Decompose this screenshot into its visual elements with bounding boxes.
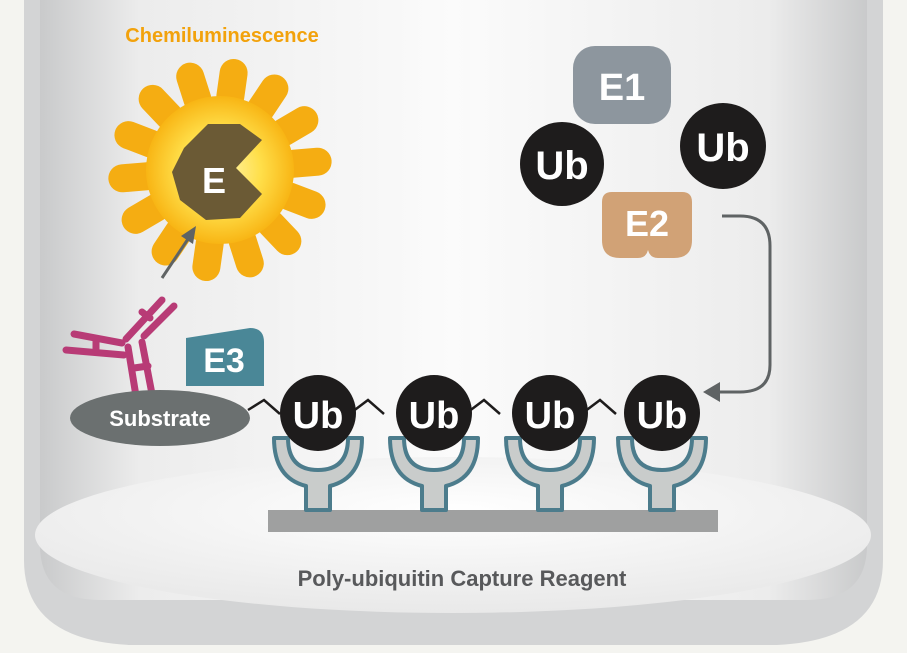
enzyme-pacman-icon: [172, 124, 262, 220]
capture-reagent-y-icon: [504, 436, 596, 512]
ub-label-chain-1: Ub: [293, 395, 344, 437]
ub-label-free-left: Ub: [535, 144, 588, 188]
chain-ubiquitin-4: [624, 375, 700, 451]
free-ubiquitin-left: [520, 122, 604, 206]
e1-label: E1: [599, 67, 645, 109]
chain-ubiquitin-3: [512, 375, 588, 451]
capture-reagent-caption: Poly-ubiquitin Capture Reagent: [298, 566, 627, 591]
substrate: [70, 390, 250, 446]
chain-ubiquitin-2: [396, 375, 472, 451]
chain-link-1: [351, 398, 385, 415]
free-ubiquitin-right: [680, 103, 766, 189]
ub-label-free-right: Ub: [696, 126, 749, 170]
capture-reagent-y-icon: [616, 436, 708, 512]
e3-label: E3: [203, 342, 245, 380]
e2-label: E2: [625, 203, 669, 244]
e1-enzyme: [573, 46, 671, 124]
e2-enzyme: [602, 192, 692, 258]
ub-label-chain-4: Ub: [637, 395, 688, 437]
ub-label-chain-2: Ub: [409, 395, 460, 437]
capture-reagent-y-icon: [272, 436, 364, 512]
chain-ubiquitin-1: [280, 375, 356, 451]
chemiluminescence-label: Chemiluminescence: [125, 25, 318, 47]
capture-plate: [268, 510, 718, 532]
substrate-label: Substrate: [109, 406, 210, 431]
enzyme-label: E: [202, 160, 226, 201]
ub-label-chain-3: Ub: [525, 395, 576, 437]
chain-link-2: [467, 398, 501, 415]
transfer-arrow: [703, 214, 772, 402]
chain-link-substrate: [247, 398, 281, 415]
e3-ligase: [186, 328, 264, 386]
chain-link-3: [583, 398, 617, 415]
detection-arrow: [160, 226, 196, 279]
antibody-y-icon: [62, 296, 178, 400]
capture-reagent-y-icon: [388, 436, 480, 512]
